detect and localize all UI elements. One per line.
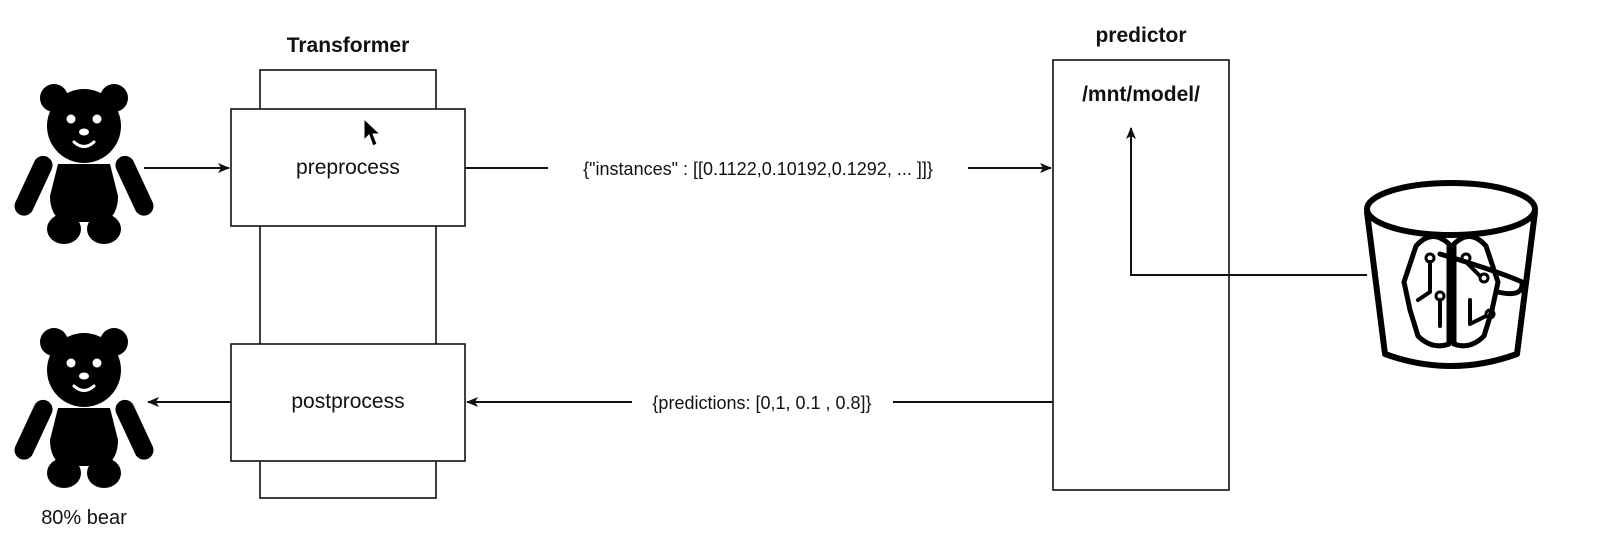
postprocess-box[interactable]: postprocess [230, 343, 466, 462]
mouse-pointer-icon [363, 117, 382, 147]
model-path-label: /mnt/model/ [1082, 83, 1200, 106]
postprocess-label: postprocess [291, 390, 404, 413]
preprocess-box[interactable]: preprocess [230, 108, 466, 227]
transformer-title: Transformer [287, 34, 410, 57]
input-teddy-bear-icon [9, 82, 159, 246]
bucket-to-model-arrow [1126, 127, 1367, 276]
request-payload-label: {"instances" : [[0.1122,0.10192,0.1292, … [583, 159, 933, 179]
predictor-title: predictor [1095, 24, 1186, 47]
model-bucket-icon [1364, 180, 1538, 369]
preprocess-label: preprocess [296, 156, 400, 179]
response-payload-label: {predictions: [0,1, 0.1 , 0.8]} [652, 393, 871, 413]
output-teddy-bear-icon [9, 326, 159, 490]
result-label: 80% bear [41, 507, 127, 529]
